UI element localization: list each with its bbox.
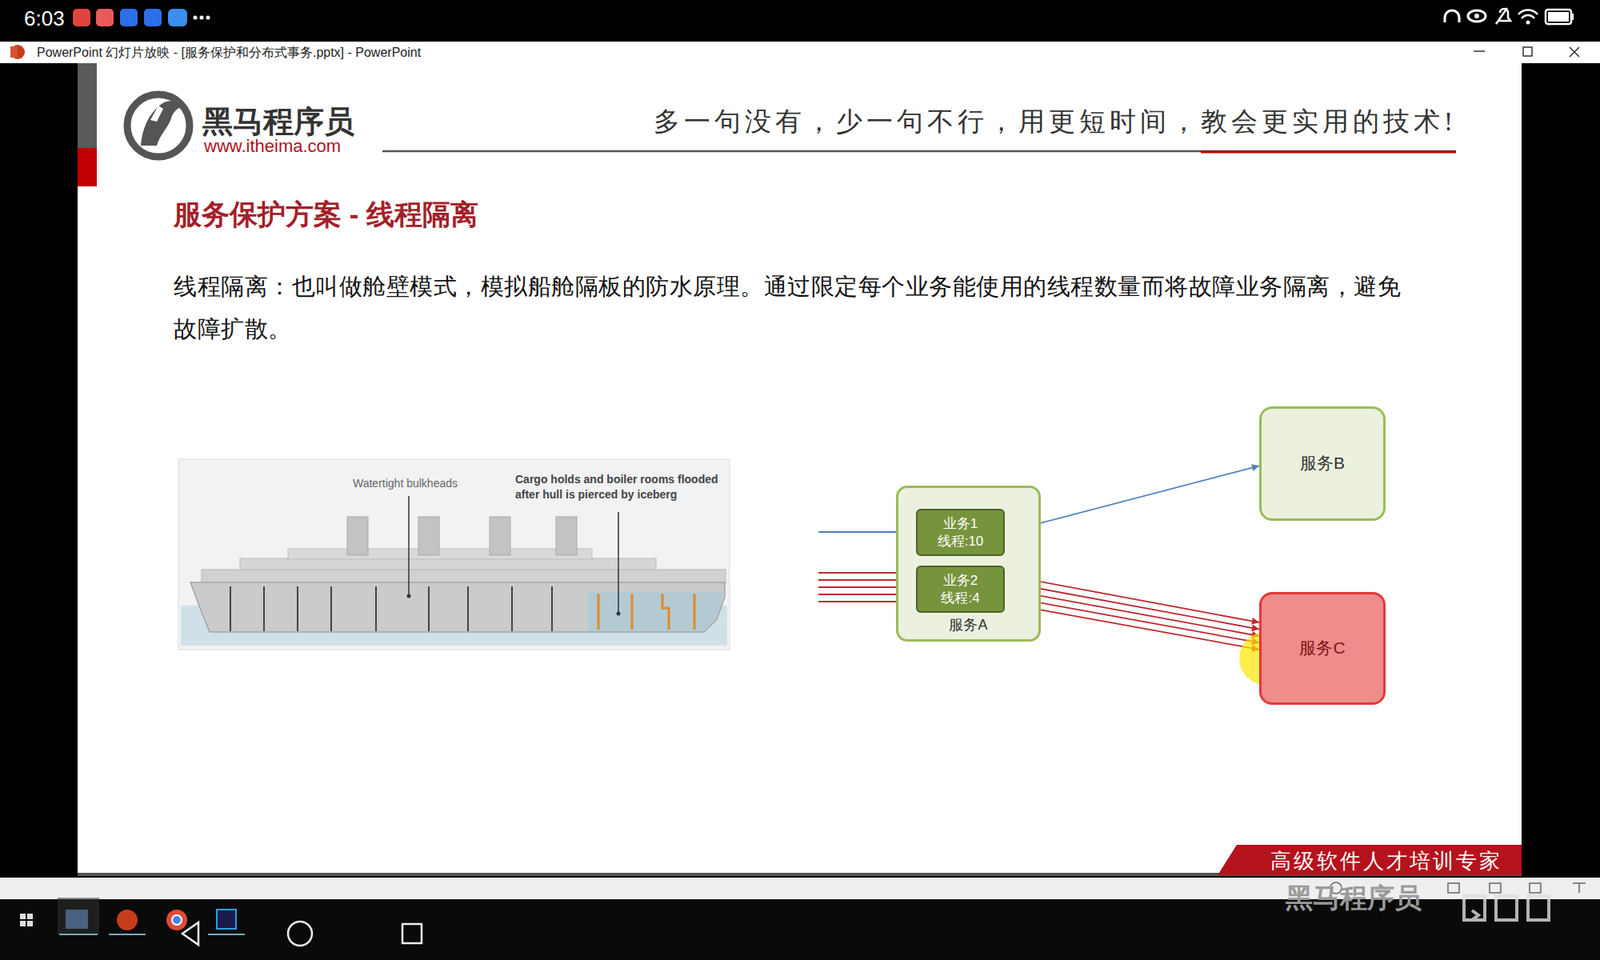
connector (1004, 575, 1260, 623)
header-rule (1200, 151, 1456, 154)
connector (1004, 582, 1260, 630)
node-text: 线程:10 (937, 532, 984, 550)
group-label: 服务A (898, 615, 1039, 635)
image-caption: Watertight bulkheads (352, 476, 458, 490)
node-text: 服务B (1300, 452, 1345, 474)
clock: 6:03 (24, 6, 65, 32)
ship-illustration (178, 459, 730, 650)
slogan: 多一句没有，少一句不行，用更短时间，教会更实用的技术! (653, 104, 1457, 140)
connector (1004, 465, 1260, 532)
node-text: 业务2 (943, 572, 978, 589)
connector (1004, 603, 1260, 650)
service-box: 服务B (1259, 406, 1386, 521)
status-icons (72, 8, 1574, 27)
header-rule (382, 150, 1456, 153)
node-text: 服务C (1299, 637, 1345, 659)
node-text: 业务1 (943, 515, 978, 532)
watermark: 黑马程序员 (1285, 880, 1422, 917)
brand-url: www.itheima.com (204, 136, 341, 157)
footer-banner (1217, 844, 1522, 876)
slide-side-bar (77, 148, 97, 187)
body-text: 线程隔离：也叫做舱壁模式，模拟船舱隔板的防水原理。通过限定每个业务能使用的线程数… (173, 265, 1410, 351)
logo-mark (127, 94, 190, 157)
connector (1004, 596, 1260, 643)
service-group: 服务A 业务1线程:10 业务2线程:4 (896, 485, 1041, 642)
slide (77, 63, 1522, 876)
node-text: 线程:4 (940, 589, 980, 607)
business-box: 业务1线程:10 (916, 508, 1005, 556)
slide-side-bar (77, 63, 97, 148)
slide-title: 服务保护方案 - 线程隔离 (173, 196, 479, 234)
window-title: PowerPoint 幻灯片放映 - [服务保护和分布式事务.pptx] - P… (36, 44, 421, 62)
business-box: 业务2线程:4 (916, 565, 1005, 613)
service-box: 服务C (1259, 592, 1386, 705)
status-bar (0, 0, 1600, 42)
banner-text: 高级软件人才培训专家 (1270, 847, 1503, 876)
title-bar (0, 41, 1600, 64)
connector (1004, 589, 1260, 636)
image-caption: Cargo holds and boiler rooms flooded aft… (515, 472, 732, 503)
